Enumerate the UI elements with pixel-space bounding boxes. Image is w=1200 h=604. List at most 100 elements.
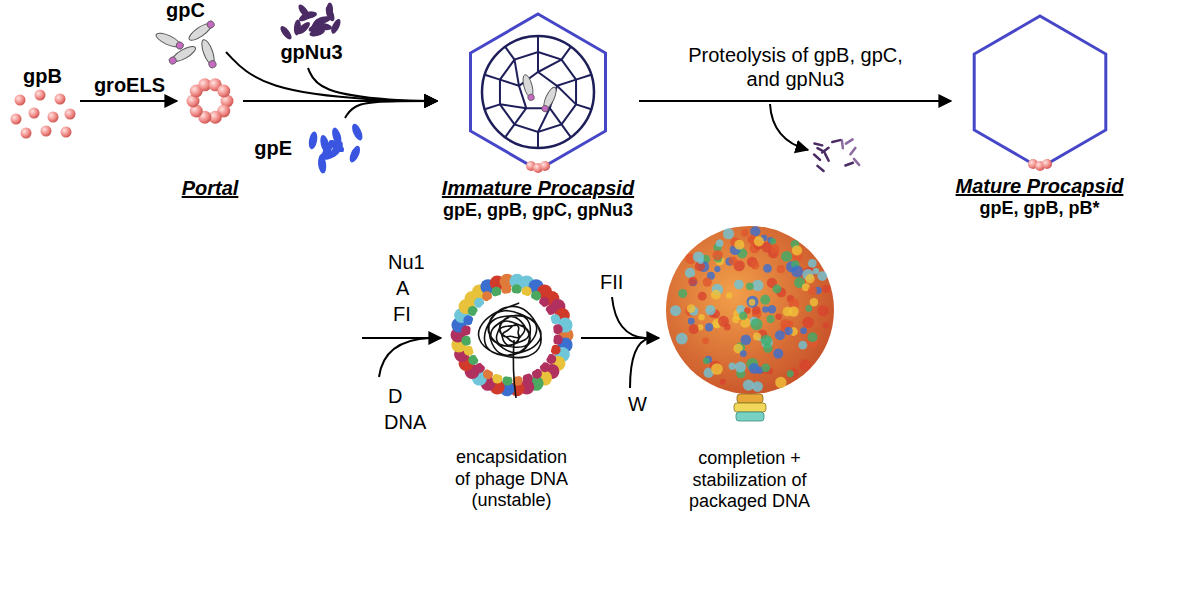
- illustration-part: [850, 148, 855, 154]
- illustration-part: [526, 161, 550, 173]
- illustration-part: [712, 250, 722, 260]
- illustration-part: [1042, 159, 1052, 169]
- illustration-part: [818, 305, 829, 316]
- protein-label: gpB: [23, 64, 62, 88]
- illustration-part: [471, 14, 606, 170]
- illustration-part: [777, 265, 785, 273]
- join-curve: [630, 338, 650, 388]
- illustration-part: [688, 318, 695, 325]
- illustration-part: [689, 279, 696, 286]
- composition-list: gpE, gpB, pB*: [980, 198, 1100, 220]
- peptide-fragments: [814, 139, 859, 171]
- illustration-part: [470, 293, 554, 377]
- protein-label: gpNu3: [280, 40, 342, 64]
- illustration-part: [716, 239, 724, 247]
- illustration-part: [199, 38, 218, 69]
- gpb-dots: [11, 90, 76, 139]
- illustration-part: [666, 226, 834, 394]
- illustration-part: [11, 114, 22, 125]
- illustration-part: [736, 412, 764, 421]
- illustration-part: [348, 144, 363, 164]
- illustration-part: [1028, 159, 1052, 171]
- illustration-part: [768, 305, 776, 313]
- illustration-part: [703, 277, 712, 286]
- illustration-part: [741, 334, 752, 345]
- gene-label: W: [628, 392, 647, 416]
- illustration-part: [485, 75, 500, 80]
- illustration-part: [705, 323, 713, 331]
- illustration-part: [21, 128, 32, 139]
- illustration-part: [500, 104, 526, 108]
- illustration-part: [65, 109, 76, 120]
- illustration-part: [751, 261, 759, 269]
- illustration-part: [502, 376, 512, 386]
- stage-title: Mature Procapsid: [956, 174, 1124, 198]
- illustration-part: [521, 74, 536, 102]
- illustration-part: [687, 304, 696, 313]
- shape-area: [150, 24, 222, 62]
- illustration-part: [328, 139, 345, 158]
- illustration-part: [703, 357, 710, 364]
- illustration-part: [714, 266, 720, 272]
- illustration-part: [451, 274, 574, 397]
- pathway-arrow: [345, 101, 437, 118]
- protein-label: gpC: [166, 0, 205, 22]
- step-label: groELS: [93, 73, 166, 97]
- illustration-part: [729, 363, 736, 370]
- illustration-part: [718, 316, 729, 327]
- illustration-part: [217, 85, 230, 98]
- gene-label: A: [396, 276, 409, 300]
- illustration-part: [773, 348, 783, 358]
- illustration-part: [732, 316, 740, 324]
- illustration-part: [557, 86, 576, 105]
- illustration-part: [734, 240, 744, 250]
- procapsid-stage: Immature ProcapsidgpE, gpB, gpC, gpNu3: [441, 14, 635, 222]
- packaging-stage: encapsidation of phage DNA (unstable): [446, 273, 577, 512]
- illustration-part: [763, 344, 772, 353]
- illustration-part: [678, 289, 687, 298]
- illustration-part: [805, 305, 812, 312]
- illustration-part: [167, 44, 197, 67]
- illustration-part: [802, 317, 814, 329]
- illustration-part: [822, 285, 830, 293]
- illustration-part: [753, 333, 761, 341]
- illustration-part: [537, 52, 539, 72]
- illustration-part: [576, 75, 591, 80]
- illustration-part: [698, 258, 704, 264]
- illustration-part: [485, 36, 592, 148]
- illustration-part: [55, 94, 66, 105]
- illustration-part: [974, 16, 1106, 168]
- illustration-part: [670, 226, 830, 392]
- stage-caption: encapsidation of phage DNA (unstable): [449, 447, 574, 512]
- illustration-part: [775, 377, 786, 388]
- shape-area: [10, 90, 76, 138]
- mature-phage: [666, 226, 834, 421]
- illustration-part: [823, 322, 830, 329]
- illustration-part: [751, 318, 763, 330]
- illustration-part: [754, 236, 764, 246]
- illustration-part: [781, 251, 792, 262]
- protein-cluster: gpNu3: [277, 2, 346, 64]
- illustration-part: [540, 161, 550, 171]
- illustration-part: [562, 124, 571, 137]
- stage-title: Portal: [182, 176, 239, 200]
- illustration-part: [540, 86, 559, 114]
- shape-area: [974, 16, 1106, 168]
- step-label: Proteolysis of gpB, gpC, and gpNu3: [680, 43, 911, 91]
- illustration-part: [670, 305, 681, 316]
- shape-area: [664, 226, 836, 422]
- illustration-part: [845, 163, 852, 166]
- illustration-part: [505, 47, 514, 60]
- illustration-part: [35, 90, 46, 101]
- procapsid-stage: Mature ProcapsidgpE, gpB, pB*: [955, 16, 1124, 220]
- illustration-part: [461, 325, 471, 335]
- illustration-part: [514, 108, 526, 124]
- illustration-part: [734, 403, 766, 412]
- illustration-part: [537, 132, 539, 148]
- stage-caption: completion + stabilization of packaged D…: [675, 448, 825, 513]
- illustration-part: [814, 143, 822, 145]
- illustration-part: [187, 19, 216, 43]
- portal-ring: Portal: [181, 79, 239, 200]
- shape-area: [278, 2, 346, 38]
